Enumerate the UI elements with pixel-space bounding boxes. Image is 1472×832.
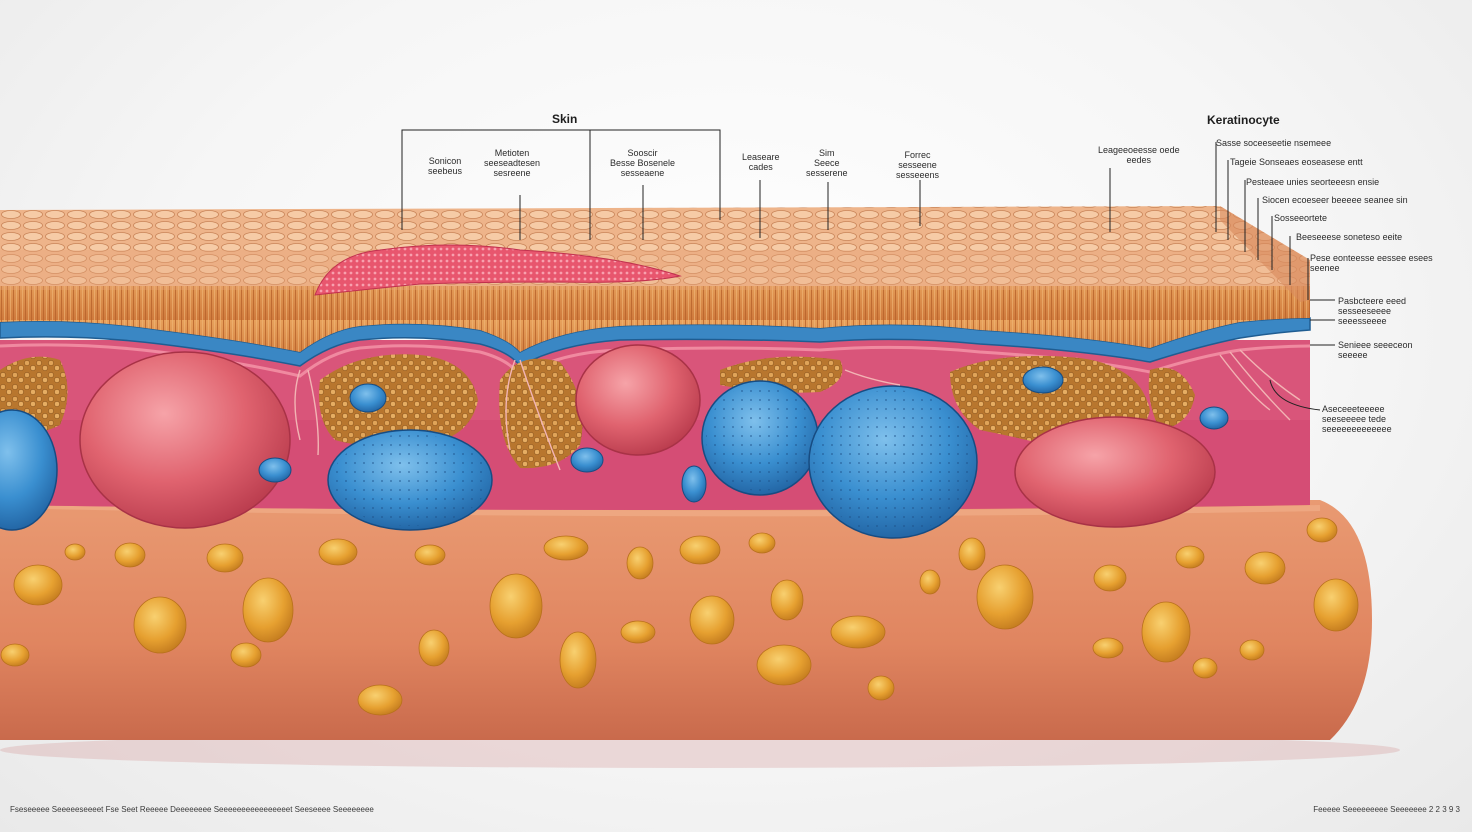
label-sonicon: Sonicon seebeus [428, 156, 463, 176]
label-right-7: Pese eonteesse eessee esees seenee [1310, 253, 1433, 273]
label-sim: Sim Seece sesserene [806, 148, 848, 178]
blue-cell-pores-3 [706, 385, 814, 491]
title-skin: Skin [552, 112, 578, 126]
granule-cluster-6 [1148, 367, 1195, 430]
nucleus-5 [1022, 366, 1064, 394]
title-keratinocyte: Keratinocyte [1207, 113, 1280, 127]
nerve-fibers [294, 349, 1301, 471]
fat-globules [0, 517, 1359, 716]
label-right-8: Pasbcteere eeed sesseeseeee seeesseeee [1338, 296, 1407, 326]
nucleus-3 [570, 447, 604, 473]
nucleus-6 [1199, 406, 1229, 430]
ground-shadow [0, 732, 1400, 768]
nucleus-1 [349, 383, 387, 413]
nucleus-4 [681, 465, 707, 503]
blue-cell-pores-4 [813, 390, 973, 534]
label-forrec: Forrec sesseene sesseeens [896, 150, 940, 180]
leader-lines [401, 129, 1335, 411]
label-right-5: Sosseeortete [1274, 213, 1328, 223]
granule-cluster-2 [319, 354, 478, 447]
label-right-1: Sasse soceeseetie nsemeee [1216, 138, 1332, 148]
red-cell-1 [79, 351, 291, 529]
basement-pink-line [0, 343, 1311, 379]
label-sooscir: Sooscir Besse Bosenele sesseaene [610, 148, 676, 178]
label-metioten: Metioten seeseadtesen sesreene [484, 148, 541, 178]
label-right-3: Pesteaee unies seorteeesn ensie [1246, 177, 1380, 187]
blue-cell-pores-2 [332, 434, 488, 526]
blue-cell-1 [0, 409, 58, 531]
label-leageeoeesse: Leageeoeesse oede eedes [1098, 145, 1180, 165]
label-leaseare: Leaseare cades [742, 152, 780, 172]
epidermal-fiber-layer [0, 282, 1310, 352]
vascular-mesh-region [314, 244, 682, 296]
label-right-6: Beeseeese soneteso eeite [1296, 232, 1403, 242]
stratum-side-face [1220, 206, 1310, 302]
red-cell-2 [575, 344, 701, 456]
footer-caption-right: Feeeee Seeeeeeeee Seeeeeee 2 2 3 9 3 [1313, 805, 1460, 814]
label-right-10: Aseceeeteeeee seeseeeee tede seeeeeeeeee… [1322, 404, 1392, 434]
red-cell-3 [1014, 416, 1216, 528]
nucleus-2 [258, 457, 292, 483]
label-right-9: Senieee seeeceon seeeee [1338, 340, 1413, 360]
label-right-2: Tageie Sonseaes eoseasese entt [1230, 157, 1363, 167]
basement-membrane [0, 317, 1311, 367]
granule-cluster-3 [499, 358, 583, 469]
dermis-inner [0, 420, 1310, 510]
label-right-4: Siocen ecoeseer beeeee seanee sin [1262, 195, 1408, 205]
stratum-corneum [0, 206, 1310, 286]
footer-caption-left: Fseseeeee Seeeeeseeeet Fse Seet Reeeee D… [10, 805, 374, 814]
